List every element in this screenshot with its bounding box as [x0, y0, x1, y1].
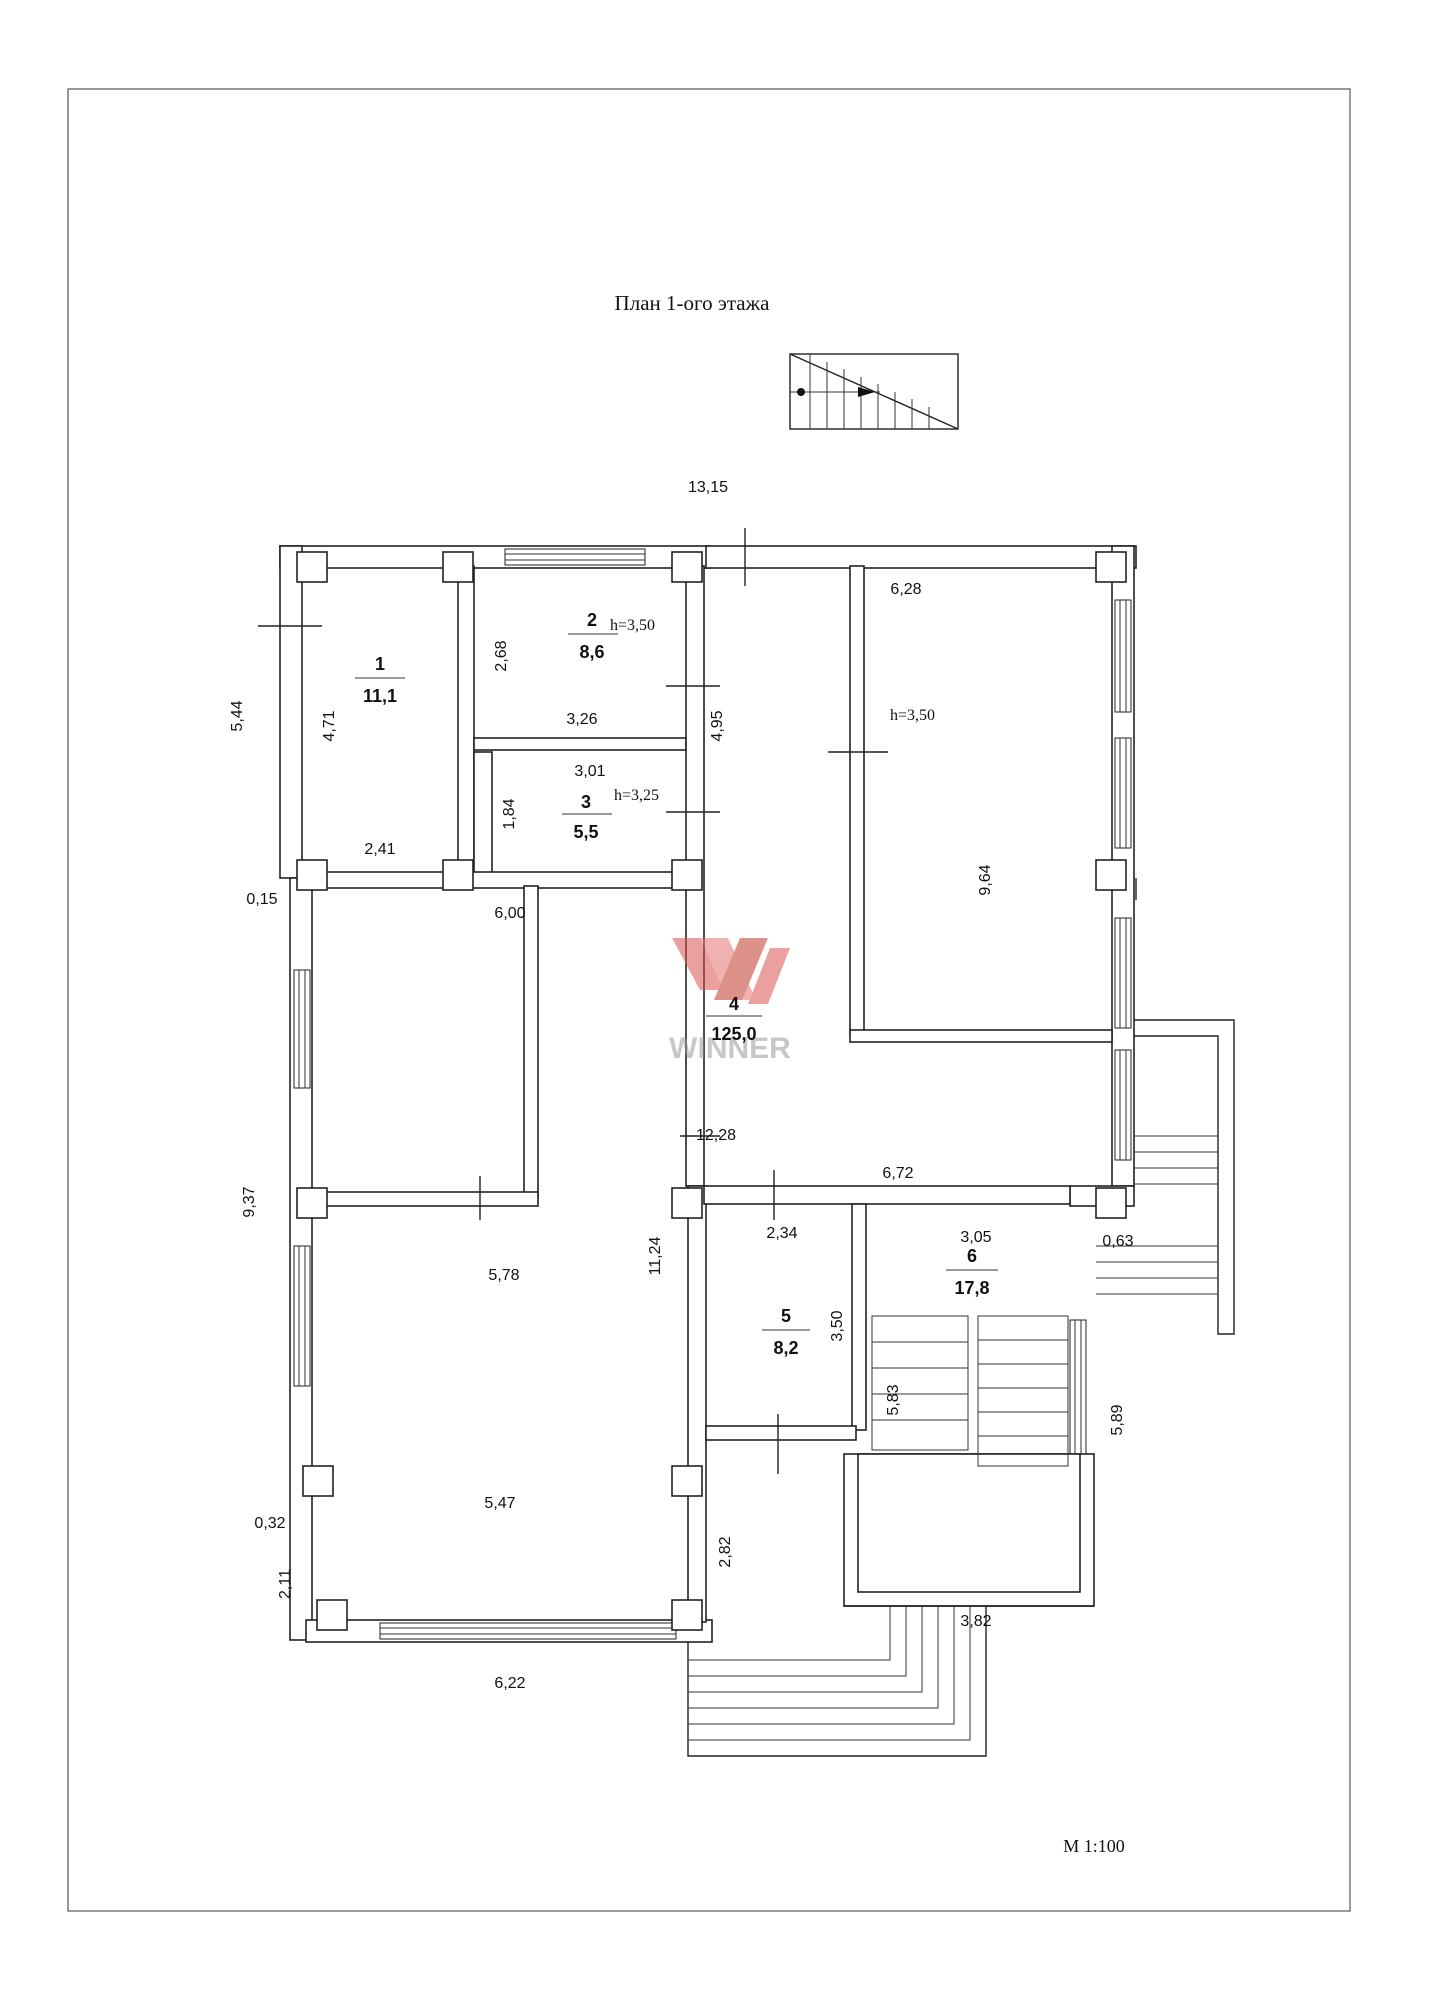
- dim-0-32: 0,32: [254, 1515, 285, 1532]
- room-1-number: 1: [375, 654, 385, 674]
- dim-5-89: 5,89: [1109, 1404, 1126, 1435]
- dim-3-26: 3,26: [566, 711, 597, 728]
- room-2-height: h=3,50: [610, 617, 655, 634]
- dim-2-41: 2,41: [364, 841, 395, 858]
- stair-legend-symbol: [789, 353, 959, 430]
- internal-staircase: [871, 1315, 1069, 1467]
- watermark-text: WINNER: [669, 1032, 791, 1065]
- dim-5-47: 5,47: [484, 1495, 515, 1512]
- plan-title: План 1-ого этажа: [615, 291, 771, 315]
- room-2-area: 8,6: [579, 642, 604, 662]
- exterior-steps-bottom: [687, 1605, 1094, 1757]
- room-1-area: 11,1: [363, 686, 397, 706]
- dim-3-50: 3,50: [829, 1310, 846, 1341]
- dim-9-37: 9,37: [241, 1186, 258, 1217]
- dim-2-34: 2,34: [766, 1225, 797, 1242]
- room-4-height: h=3,50: [890, 707, 935, 724]
- dim-13-15: 13,15: [688, 479, 728, 496]
- dim-5-83: 5,83: [885, 1384, 902, 1415]
- room-6-area: 17,8: [954, 1278, 989, 1298]
- dim-3-01: 3,01: [574, 763, 605, 780]
- dim-2-82: 2,82: [717, 1536, 734, 1567]
- room-5-area: 8,2: [773, 1338, 798, 1358]
- dim-6-00: 6,00: [494, 905, 525, 922]
- dim-9-64: 9,64: [977, 864, 994, 895]
- room-4-number: 4: [729, 994, 739, 1014]
- dim-2-68: 2,68: [493, 640, 510, 671]
- room-3-number: 3: [581, 792, 591, 812]
- dim-12-28: 12,28: [696, 1127, 736, 1144]
- dim-6-28: 6,28: [890, 581, 921, 598]
- room-labels: 1 11,1 2 h=3,50 8,6 3 h=3,25 5,5 h=3,50 …: [355, 610, 998, 1358]
- room-3-area: 5,5: [573, 822, 598, 842]
- room-6-number: 6: [967, 1246, 977, 1266]
- room-3-height: h=3,25: [614, 787, 659, 804]
- door-markers: [258, 528, 1137, 1474]
- page-frame: [67, 88, 1351, 1912]
- exterior-steps-right: [1096, 1019, 1235, 1335]
- dim-11-24: 11,24: [647, 1236, 664, 1275]
- dim-0-15: 0,15: [246, 891, 277, 908]
- room-4-area: 125,0: [711, 1024, 756, 1044]
- interior-walls: [299, 565, 1113, 1623]
- dim-3-05: 3,05: [960, 1229, 991, 1246]
- dim-2-11: 2,11: [277, 1569, 294, 1599]
- columns: [296, 551, 1127, 1631]
- scale-label: М 1:100: [1063, 1836, 1125, 1856]
- dim-0-63: 0,63: [1102, 1233, 1133, 1250]
- room-2-number: 2: [587, 610, 597, 630]
- dim-4-71: 4,71: [321, 710, 338, 741]
- dim-6-72: 6,72: [882, 1165, 913, 1182]
- watermark-logo: WINNER: [669, 938, 791, 1065]
- dim-1-84: 1,84: [501, 798, 518, 829]
- dim-6-22: 6,22: [494, 1675, 525, 1692]
- room-5-number: 5: [781, 1306, 791, 1326]
- dim-4-95: 4,95: [709, 710, 726, 741]
- windows: [293, 548, 1132, 1640]
- dim-3-82: 3,82: [960, 1613, 991, 1630]
- dim-5-44: 5,44: [229, 700, 246, 731]
- dimension-labels: 13,15 5,44 4,71 2,68 3,26 4,95 6,28 3,01…: [229, 479, 1134, 1692]
- dim-5-78: 5,78: [488, 1267, 519, 1284]
